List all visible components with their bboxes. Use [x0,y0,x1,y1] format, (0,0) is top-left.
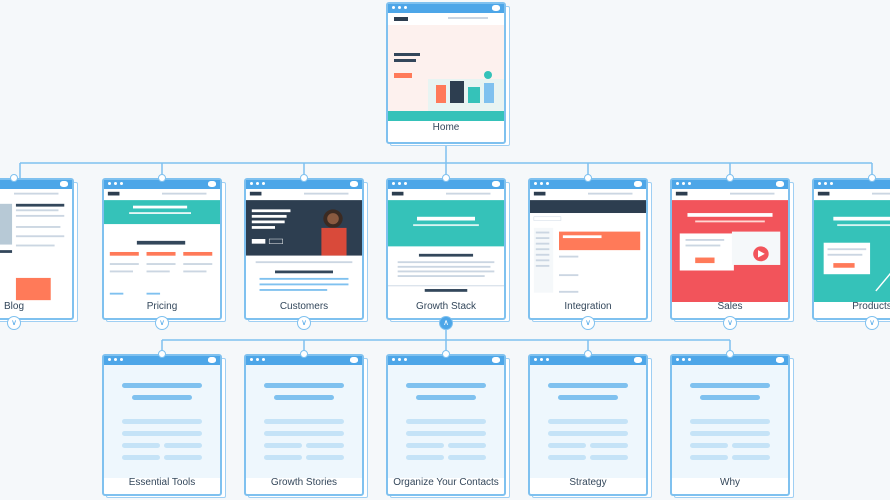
page-label: Blog [3,301,24,312]
expand-chevron-icon[interactable]: ∨ [865,316,879,330]
page-thumbnail [388,13,504,121]
connector-node [726,174,734,182]
page-thumbnail [0,189,72,302]
page-card-pricing[interactable]: Pricing [102,178,222,320]
page-card-products[interactable]: Products [812,178,890,320]
browser-chrome [672,180,788,189]
page-card-wireframe[interactable]: Strategy [528,354,648,496]
page-label: Pricing [146,301,178,312]
browser-chrome [246,356,362,365]
page-label: Growth Stack [415,301,477,312]
comment-icon[interactable] [208,181,216,187]
page-card-growth[interactable]: Growth Stack [386,178,506,320]
comment-icon[interactable] [634,181,642,187]
expand-chevron-icon[interactable]: ∨ [155,316,169,330]
expand-chevron-icon[interactable]: ∨ [723,316,737,330]
page-label: Essential Tools [128,477,196,488]
page-card-wireframe[interactable]: Organize Your Contacts [386,354,506,496]
connector-node [158,174,166,182]
comment-icon[interactable] [492,181,500,187]
page-thumbnail [672,189,788,302]
browser-chrome [814,180,890,189]
browser-chrome [388,4,504,13]
connector-node [868,174,876,182]
wireframe-placeholder [672,365,788,478]
browser-chrome [672,356,788,365]
connector-node [726,350,734,358]
browser-chrome [388,356,504,365]
page-label: Organize Your Contacts [393,477,499,488]
page-card-wireframe[interactable]: Essential Tools [102,354,222,496]
connector-node [158,350,166,358]
collapse-chevron-icon[interactable]: ∧ [439,316,453,330]
wireframe-placeholder [246,365,362,478]
page-card-home[interactable]: Home [386,2,506,144]
page-label: Customers [279,301,329,312]
page-label: Home [432,122,460,133]
page-card-sales[interactable]: Sales [670,178,790,320]
browser-chrome [246,180,362,189]
page-label: Why [720,477,740,488]
page-card-customers[interactable]: Customers [244,178,364,320]
page-card-wireframe[interactable]: Why [670,354,790,496]
browser-chrome [530,356,646,365]
page-card-blog[interactable]: Blog [0,178,74,320]
browser-chrome [104,180,220,189]
page-thumbnail [530,189,646,302]
connector-node [10,174,18,182]
connector-node [300,174,308,182]
expand-chevron-icon[interactable]: ∨ [7,316,21,330]
connector-node [300,350,308,358]
expand-chevron-icon[interactable]: ∨ [297,316,311,330]
comment-icon[interactable] [492,5,500,11]
browser-chrome [530,180,646,189]
wireframe-placeholder [104,365,220,478]
expand-chevron-icon[interactable]: ∨ [581,316,595,330]
comment-icon[interactable] [60,181,68,187]
page-label: Sales [717,301,743,312]
wireframe-placeholder [530,365,646,478]
comment-icon[interactable] [350,181,358,187]
comment-icon[interactable] [776,181,784,187]
comment-icon[interactable] [350,357,358,363]
page-card-integration[interactable]: Integration [528,178,648,320]
browser-chrome [104,356,220,365]
browser-chrome [388,180,504,189]
comment-icon[interactable] [634,357,642,363]
connector-node [584,350,592,358]
page-label: Products [852,301,890,312]
comment-icon[interactable] [492,357,500,363]
page-label: Strategy [569,477,607,488]
page-thumbnail [814,189,890,302]
comment-icon[interactable] [776,357,784,363]
connector-node [442,350,450,358]
page-thumbnail [388,189,504,302]
page-label: Growth Stories [270,477,338,488]
browser-chrome [0,180,72,189]
page-card-wireframe[interactable]: Growth Stories [244,354,364,496]
wireframe-placeholder [388,365,504,478]
page-thumbnail [104,189,220,302]
comment-icon[interactable] [208,357,216,363]
page-thumbnail [246,189,362,302]
connector-node [442,174,450,182]
page-label: Integration [564,301,612,312]
connector-node [584,174,592,182]
